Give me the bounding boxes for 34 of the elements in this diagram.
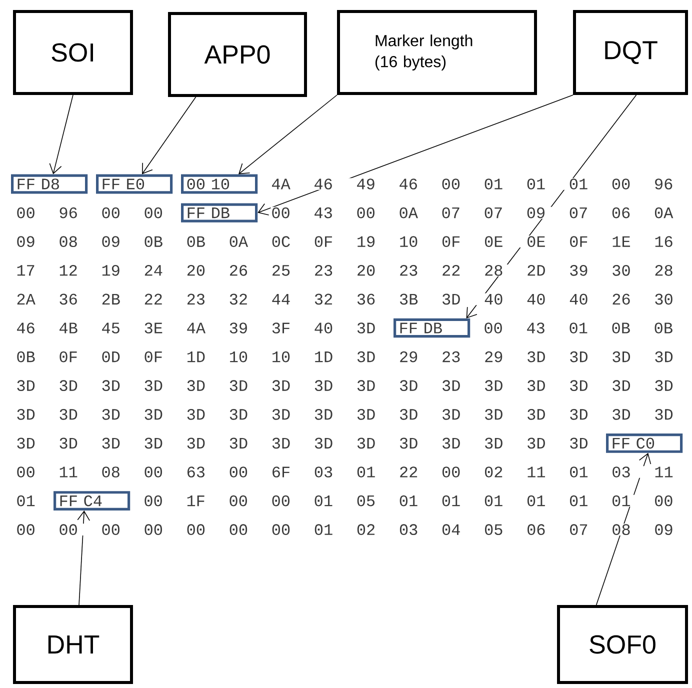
arrow xyxy=(258,94,574,216)
hex-bytes: 00 00 00 00 00 00 00 01 02 03 04 05 06 07 08 09 xyxy=(16,524,674,536)
callout-box: SOI xyxy=(13,10,133,95)
hex-bytes: 00 43 01 0B 0B xyxy=(483,322,674,334)
hex-bytes: 0B 0F 0D 0F 1D 10 10 1D 3D 29 23 29 3D 3D 3D 3D xyxy=(16,350,674,363)
highlight-box: FF DB xyxy=(394,318,470,338)
hex-bytes: 17 12 19 24 20 26 25 23 20 23 22 28 2D 39 30 28 xyxy=(16,264,674,276)
callout-box: SOF0 xyxy=(557,605,688,684)
highlight-box: FF E0 xyxy=(96,174,173,194)
arrow xyxy=(142,96,196,174)
callout-box: Marker length (16 bytes) xyxy=(337,10,537,95)
arrow xyxy=(238,94,338,174)
hex-bytes: 00 96 00 00 xyxy=(16,206,164,219)
arrow xyxy=(49,94,74,174)
highlight-box: FF C4 xyxy=(54,491,130,511)
arrow xyxy=(77,510,90,606)
hex-bytes: 3D 3D 3D 3D 3D 3D 3D 3D 3D 3D 3D 3D 3D 3D 3D 3D xyxy=(16,408,674,420)
hex-bytes: 09 08 09 0B 0B 0A 0C 0F 19 10 0F 0E 0E 0F 1E 16 xyxy=(16,236,674,248)
hex-bytes: 3D 3D 3D 3D 3D 3D 3D 3D 3D 3D 3D 3D 3D 3D 3D 3D xyxy=(16,380,674,392)
hex-bytes: 00 11 08 00 63 00 6F 03 01 22 00 02 11 01 03 11 xyxy=(16,466,674,478)
highlight-box: FF DB xyxy=(181,203,258,222)
hex-bytes: 4A 46 49 46 00 01 01 01 00 96 xyxy=(270,178,674,190)
hex-bytes: 46 4B 45 3E 4A 39 3F 40 3D xyxy=(16,322,376,334)
highlight-box: 00 10 xyxy=(181,174,258,194)
hex-bytes: 3D 3D 3D 3D 3D 3D 3D 3D 3D 3D 3D 3D 3D 3D xyxy=(16,437,589,450)
callout-box: APP0 xyxy=(168,12,307,97)
highlight-box: FF D8 xyxy=(11,174,88,194)
hex-bytes: 2A 36 2B 22 23 32 44 32 36 3B 3D 40 40 40 26 30 xyxy=(16,293,674,306)
hex-bytes: 00 43 00 0A 07 07 09 07 06 0A xyxy=(270,206,674,219)
hex-bytes: 00 1F 00 00 01 05 01 01 01 01 01 01 00 xyxy=(143,494,674,507)
callout-box: DHT xyxy=(13,605,133,684)
hex-bytes: 01 xyxy=(16,494,36,507)
highlight-box: FF C0 xyxy=(606,433,683,453)
callout-box: DQT xyxy=(573,10,688,95)
